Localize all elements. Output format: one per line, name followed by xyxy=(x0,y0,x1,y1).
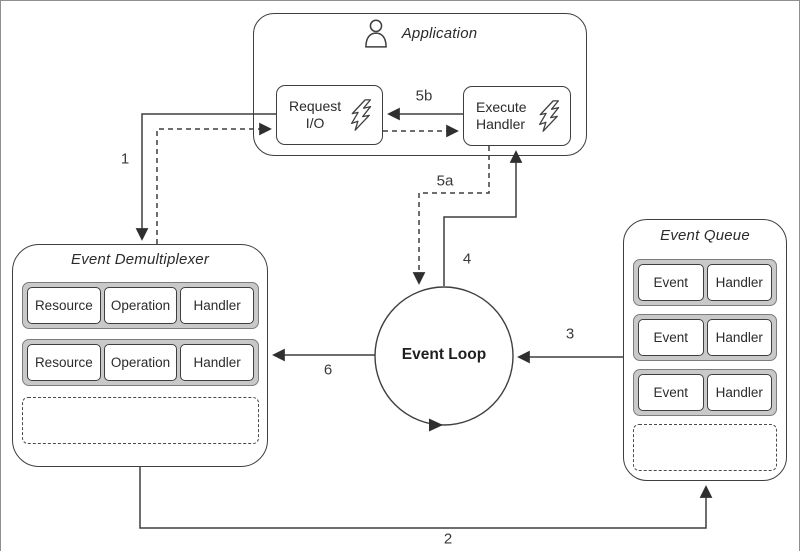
step-label-2: 2 xyxy=(443,530,453,548)
step-label-6: 6 xyxy=(323,361,333,379)
execute-handler-label: Execute Handler xyxy=(476,99,527,132)
event-demultiplexer-title: Event Demultiplexer xyxy=(70,251,210,268)
queue-cell: Handler xyxy=(706,264,772,301)
queue-cell: Event xyxy=(638,374,704,411)
step-label-5b: 5b xyxy=(415,87,433,105)
demux-cell: Resource xyxy=(27,287,101,324)
queue-cell: Handler xyxy=(706,319,772,356)
application-title: Application xyxy=(401,24,478,42)
step-label-3: 3 xyxy=(565,325,575,343)
arrow-demux-to-request-dashed xyxy=(156,122,272,244)
demux-row: Resource Operation Handler xyxy=(22,339,259,386)
queue-empty-slot xyxy=(633,424,777,471)
arrow-2-demux-to-queue xyxy=(139,467,713,529)
queue-row: Event Handler xyxy=(633,369,777,416)
step-label-4: 4 xyxy=(462,250,472,268)
event-queue-title: Event Queue xyxy=(660,227,750,244)
demux-empty-slot xyxy=(22,397,259,444)
demux-cell: Operation xyxy=(103,287,178,324)
step-label-5a: 5a xyxy=(436,172,454,190)
queue-row: Event Handler xyxy=(633,259,777,306)
arrow-4-loop-to-handler xyxy=(443,150,523,286)
lightning-icon xyxy=(539,100,560,132)
demux-cell: Resource xyxy=(27,344,101,381)
demux-row: Resource Operation Handler xyxy=(22,282,259,329)
demux-cell: Handler xyxy=(180,287,255,324)
execute-handler-box: Execute Handler xyxy=(463,86,571,146)
demux-cell: Handler xyxy=(180,344,255,381)
queue-row: Event Handler xyxy=(633,314,777,361)
queue-cell: Event xyxy=(638,319,704,356)
queue-cell: Event xyxy=(638,264,704,301)
demux-cell: Operation xyxy=(103,344,178,381)
arrow-5a-handler-to-loop-dashed xyxy=(412,146,490,285)
request-io-box: Request I/O xyxy=(276,85,383,145)
step-label-1: 1 xyxy=(120,150,130,168)
event-loop-label: Event Loop xyxy=(401,346,487,363)
request-io-label: Request I/O xyxy=(289,98,342,131)
queue-cell: Handler xyxy=(706,374,772,411)
user-icon xyxy=(364,19,387,48)
application-header: Application xyxy=(253,16,587,50)
lightning-icon xyxy=(351,99,372,131)
loop-rotation-arrowhead xyxy=(429,418,443,432)
